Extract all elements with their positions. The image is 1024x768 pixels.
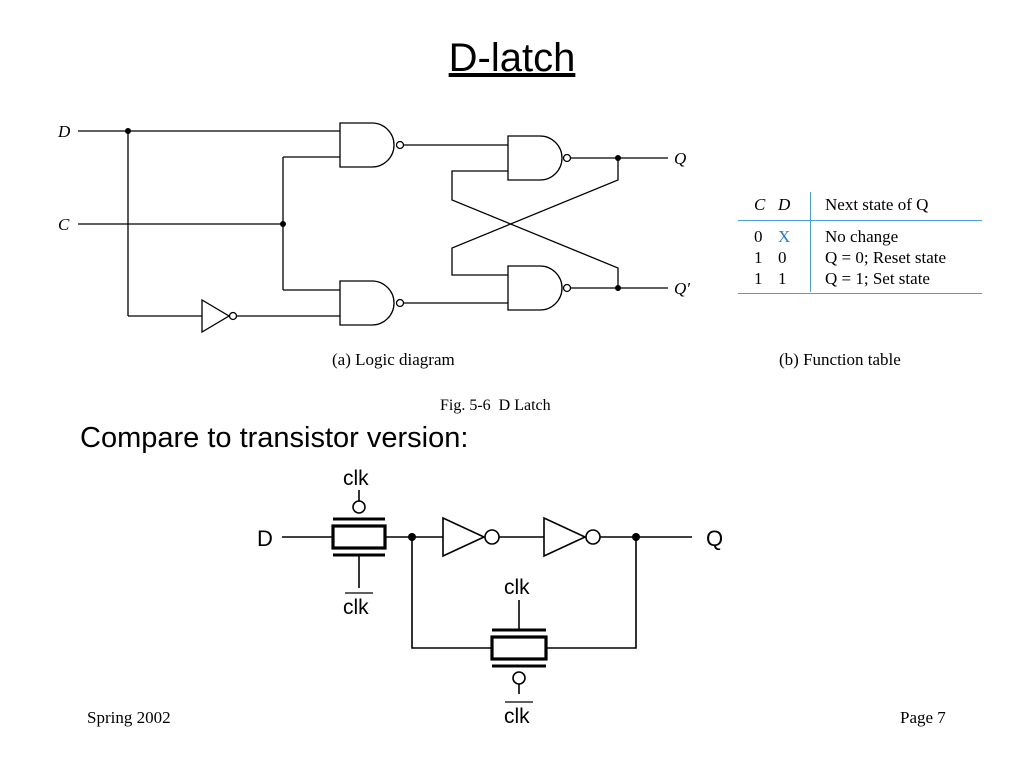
logic-input-c: C	[58, 215, 70, 234]
logic-output-q-bar: Q′	[674, 279, 690, 298]
clk-label-top: clk	[343, 467, 369, 490]
inverter-gate	[201, 298, 231, 334]
inverter-2	[543, 516, 587, 558]
cell-c: 1	[754, 248, 763, 267]
logic-output-q: Q	[674, 149, 686, 168]
cell-c: 1	[754, 269, 763, 288]
transistor-input-d: D	[257, 526, 273, 551]
table-row: 0 X No change	[738, 227, 982, 247]
header-next-state: Next state of Q	[825, 195, 929, 214]
logic-junctions	[125, 128, 621, 291]
nand-gate-2	[339, 280, 395, 326]
logic-input-d: D	[57, 122, 71, 141]
inverter-bubble	[228, 311, 238, 321]
table-divider	[810, 192, 811, 292]
caption-function-table: (b) Function table	[779, 350, 901, 369]
table-row: 1 0 Q = 0; Reset state	[738, 248, 982, 268]
cell-d: 1	[778, 269, 787, 288]
table-body: 0 X No change 1 0 Q = 0; Reset state 1 1…	[738, 221, 982, 294]
clk-bar-label-left: clk	[343, 596, 369, 619]
transistor-junctions	[408, 533, 640, 541]
compare-text: Compare to transistor version:	[80, 422, 469, 454]
clk-label-mid: clk	[504, 576, 530, 599]
cell-d: 0	[778, 248, 787, 267]
nand-gate-1	[339, 122, 395, 168]
slide-title: D-latch	[448, 36, 576, 80]
header-c: C	[754, 195, 766, 214]
cell-d: X	[778, 227, 791, 246]
table-row: 1 1 Q = 1; Set state	[738, 269, 982, 289]
transmission-gate-2	[490, 635, 548, 661]
header-d: D	[778, 195, 791, 214]
nand-gate-3	[507, 135, 563, 181]
transistor-diagram	[282, 490, 692, 703]
cell-next: Q = 1; Set state	[825, 269, 930, 288]
cell-c: 0	[754, 227, 763, 246]
function-table: C D Next state of Q 0 X No change 1 0 Q …	[738, 192, 982, 294]
caption-logic-diagram: (a) Logic diagram	[332, 350, 455, 369]
clk-bar-label-bottom: clk	[504, 705, 530, 728]
transistor-output-q: Q	[706, 526, 723, 551]
footer-page-number: Page 7	[900, 708, 946, 727]
logic-diagram	[78, 122, 668, 334]
table-header: C D Next state of Q	[738, 192, 982, 221]
figure-caption: Fig. 5-6 D Latch	[440, 397, 551, 414]
cell-next: No change	[825, 227, 899, 246]
footer-date: Spring 2002	[87, 708, 171, 727]
nand-gate-4	[507, 265, 563, 311]
inverter-1	[442, 516, 486, 558]
cell-next: Q = 0; Reset state	[825, 248, 947, 267]
transmission-gate-1	[331, 524, 387, 550]
